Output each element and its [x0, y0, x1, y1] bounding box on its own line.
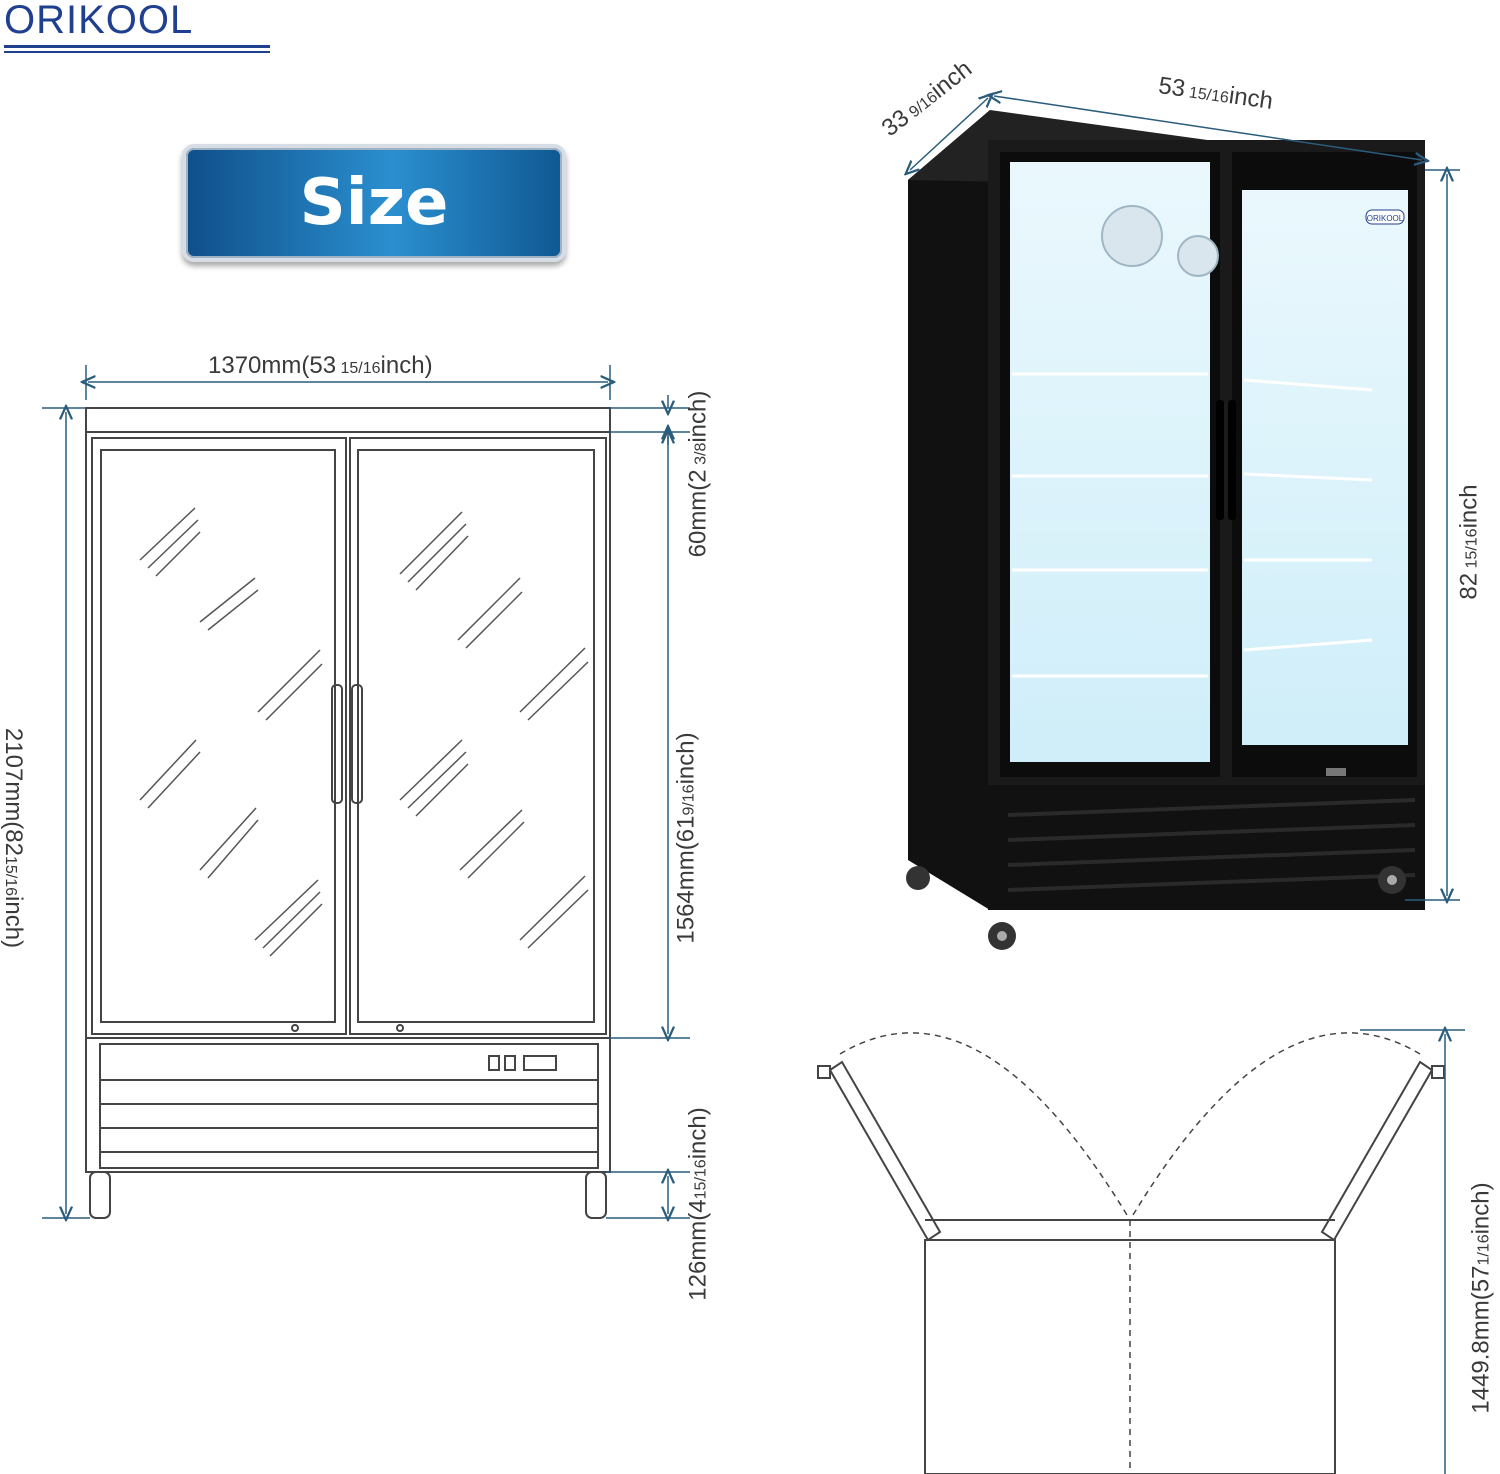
left-door-glass-photo: [1010, 162, 1210, 762]
right-door-glass-photo: [1242, 190, 1408, 745]
right-door-glass: [357, 449, 595, 1023]
cabinet-side-panel: [908, 110, 990, 910]
left-door-open: [828, 1060, 942, 1242]
size-badge-label: Size: [299, 166, 449, 240]
glass-reflection-marks: [139, 507, 589, 957]
left-door-outer: [91, 437, 347, 1035]
left-door-handle: [331, 684, 343, 804]
cabinet-top-panel: [85, 407, 611, 433]
cabinet-base: [85, 1037, 611, 1173]
brand-underline-thin: [4, 51, 270, 53]
brand-underline: [4, 45, 270, 48]
right-door-handle: [351, 684, 363, 804]
front-height-label: 2107mm(8215/16inch): [0, 727, 28, 949]
right-door-open: [1320, 1060, 1434, 1242]
photo-logo-text: ORIKOOL: [1367, 214, 1404, 223]
left-door-glass: [100, 449, 336, 1023]
front-view-drawing: [42, 365, 690, 1474]
top-view-depth-label: 1449.8mm(571/16inch): [1467, 1182, 1495, 1414]
door-height-label: 1564mm(619/16inch): [672, 732, 700, 944]
caster-right: [585, 1171, 607, 1219]
size-badge: Size: [182, 144, 566, 262]
door-swing-arcs: [839, 1032, 1421, 1474]
product-photo: ORIKOOL: [860, 40, 1460, 950]
photo-height-label: 82 15/16inch: [1455, 484, 1483, 600]
cabinet-footprint: [924, 1239, 1336, 1474]
front-width-label: 1370mm(53 15/16inch): [208, 352, 433, 379]
top-panel-height-label: 60mm(2 3/8inch): [684, 390, 712, 558]
caster-left: [89, 1171, 111, 1219]
right-door-outer: [349, 437, 607, 1035]
base-height-label: 126mm(415/16inch): [684, 1107, 712, 1301]
brand-logo: ORIKOOL: [4, 0, 194, 42]
top-view-drawing: [817, 1010, 1465, 1474]
door-frame: [85, 431, 611, 1039]
